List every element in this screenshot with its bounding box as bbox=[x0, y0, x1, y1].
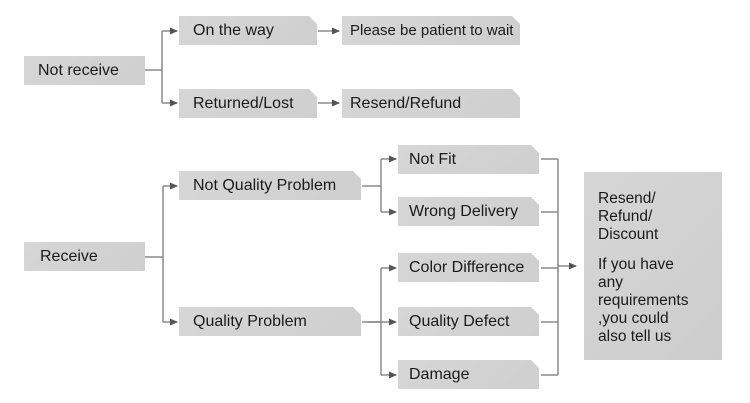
quality-problem-label: Quality Problem bbox=[193, 312, 307, 330]
result-gap bbox=[598, 244, 722, 256]
not-fit-label: Not Fit bbox=[409, 150, 457, 168]
please-wait-label: Please be patient to wait bbox=[350, 22, 514, 39]
not-fit-box: Not Fit bbox=[398, 145, 539, 174]
not-receive-box: Not receive bbox=[24, 56, 145, 85]
not-quality-problem-label: Not Quality Problem bbox=[193, 176, 337, 194]
result-actions: Resend/ Refund/ Discount bbox=[598, 190, 659, 243]
wrong-delivery-box: Wrong Delivery bbox=[398, 197, 539, 226]
damage-box: Damage bbox=[398, 360, 539, 389]
color-difference-label: Color Difference bbox=[409, 258, 525, 276]
not-receive-label: Not receive bbox=[38, 61, 119, 79]
result-box: Resend/ Refund/ Discount If you have any… bbox=[584, 172, 722, 360]
receive-box: Receive bbox=[24, 242, 145, 271]
quality-defect-box: Quality Defect bbox=[398, 307, 539, 336]
resend-refund-box: Resend/Refund bbox=[342, 89, 520, 118]
returned-lost-label: Returned/Lost bbox=[193, 94, 294, 112]
on-the-way-label: On the way bbox=[193, 21, 274, 39]
returned-lost-box: Returned/Lost bbox=[179, 89, 317, 118]
resend-refund-label: Resend/Refund bbox=[350, 94, 462, 112]
color-difference-box: Color Difference bbox=[398, 253, 539, 282]
wrong-delivery-label: Wrong Delivery bbox=[409, 202, 519, 220]
quality-problem-box: Quality Problem bbox=[179, 307, 361, 336]
receive-label: Receive bbox=[40, 247, 98, 265]
please-wait-box: Please be patient to wait bbox=[342, 16, 520, 45]
damage-label: Damage bbox=[409, 365, 470, 383]
on-the-way-box: On the way bbox=[179, 16, 317, 45]
result-note: If you have any requirements ,you could … bbox=[598, 256, 689, 345]
not-quality-problem-box: Not Quality Problem bbox=[179, 171, 361, 200]
quality-defect-label: Quality Defect bbox=[409, 312, 510, 330]
